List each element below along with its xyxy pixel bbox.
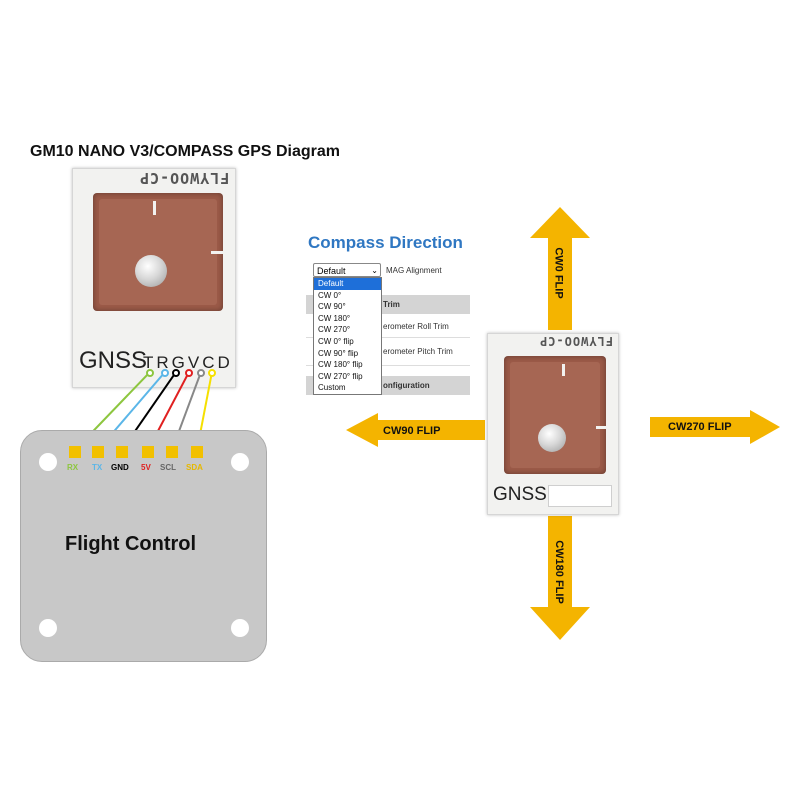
- mount-hole: [231, 619, 249, 637]
- arrow-down-icon: [530, 516, 590, 640]
- dropdown-option[interactable]: CW 270°: [318, 325, 351, 335]
- flight-control-label: Flight Control: [65, 533, 197, 555]
- arrow-label-right: CW270 FLIP: [668, 421, 732, 433]
- pad-5v: [142, 446, 154, 458]
- dropdown-option[interactable]: CW 90°: [318, 302, 346, 312]
- pad-label-5v: 5V: [141, 463, 151, 472]
- antenna-feed-icon: [135, 255, 167, 287]
- mag-alignment-select[interactable]: Default ⌄: [313, 263, 381, 277]
- arrow-label-up: CW0 FLIP: [552, 247, 565, 299]
- diagram-title: GM10 NANO V3/COMPASS GPS Diagram: [30, 143, 340, 160]
- dropdown-option[interactable]: CW 180° flip: [318, 360, 363, 370]
- mount-hole: [39, 453, 57, 471]
- dropdown-option[interactable]: CW 0°: [318, 290, 342, 300]
- pad-label-scl: SCL: [160, 463, 176, 472]
- dropdown-option[interactable]: CW 180°: [318, 313, 351, 323]
- pad-label-rx: RX: [67, 463, 79, 472]
- row-divider: [306, 337, 470, 338]
- alignment-dropdown-list[interactable]: Default CW 0° CW 90° CW 180° CW 270° CW …: [313, 277, 382, 395]
- mount-hole: [231, 453, 249, 471]
- pin-labels: TRGVCD: [143, 353, 233, 372]
- pad-label-sda: SDA: [186, 463, 203, 472]
- select-value: Default: [317, 266, 346, 276]
- dropdown-option[interactable]: Default: [314, 278, 381, 290]
- mag-alignment-label: MAG Alignment: [386, 266, 442, 275]
- pad-sda: [191, 446, 203, 458]
- mount-hole: [39, 619, 57, 637]
- pad-label-gnd: GND: [111, 463, 129, 472]
- chevron-down-icon: ⌄: [371, 266, 378, 275]
- pad-rx: [69, 446, 81, 458]
- panel-title: Compass Direction: [308, 233, 463, 252]
- antenna-feed-icon: [538, 424, 566, 452]
- flight-controller-board: [20, 430, 267, 662]
- antenna-patch: [504, 356, 606, 474]
- gps-module-right: FLYWOO-CP GNSS: [487, 333, 619, 515]
- antenna-patch: [93, 193, 223, 311]
- arrow-label-left: CW90 FLIP: [383, 425, 441, 437]
- pad-gnd: [116, 446, 128, 458]
- dropdown-option[interactable]: CW 270° flip: [318, 371, 363, 381]
- dropdown-option[interactable]: CW 90° flip: [318, 348, 359, 358]
- gnss-label: GNSS: [79, 347, 148, 374]
- gps-module-left: FLYWOO-CP GNSS TRGVCD: [72, 168, 236, 388]
- pad-label-tx: TX: [92, 463, 103, 472]
- connector: [548, 485, 612, 507]
- gnss-label: GNSS: [493, 484, 547, 505]
- module-brand-label: FLYWOO-CP: [538, 334, 613, 348]
- arrow-left-icon: [346, 413, 485, 447]
- pad-tx: [92, 446, 104, 458]
- dropdown-option[interactable]: CW 0° flip: [318, 336, 354, 346]
- settings-row-text: erometer Pitch Trim: [383, 347, 453, 356]
- row-divider: [306, 365, 470, 366]
- pad-scl: [166, 446, 178, 458]
- dropdown-option[interactable]: Custom: [318, 383, 346, 393]
- settings-row-text: onfiguration: [383, 381, 430, 390]
- settings-row-text: Trim: [383, 300, 400, 309]
- settings-row-text: erometer Roll Trim: [383, 322, 449, 331]
- arrow-label-down: CW180 FLIP: [552, 540, 565, 604]
- arrow-up-icon: [530, 207, 590, 330]
- arrow-right-icon: [650, 410, 780, 444]
